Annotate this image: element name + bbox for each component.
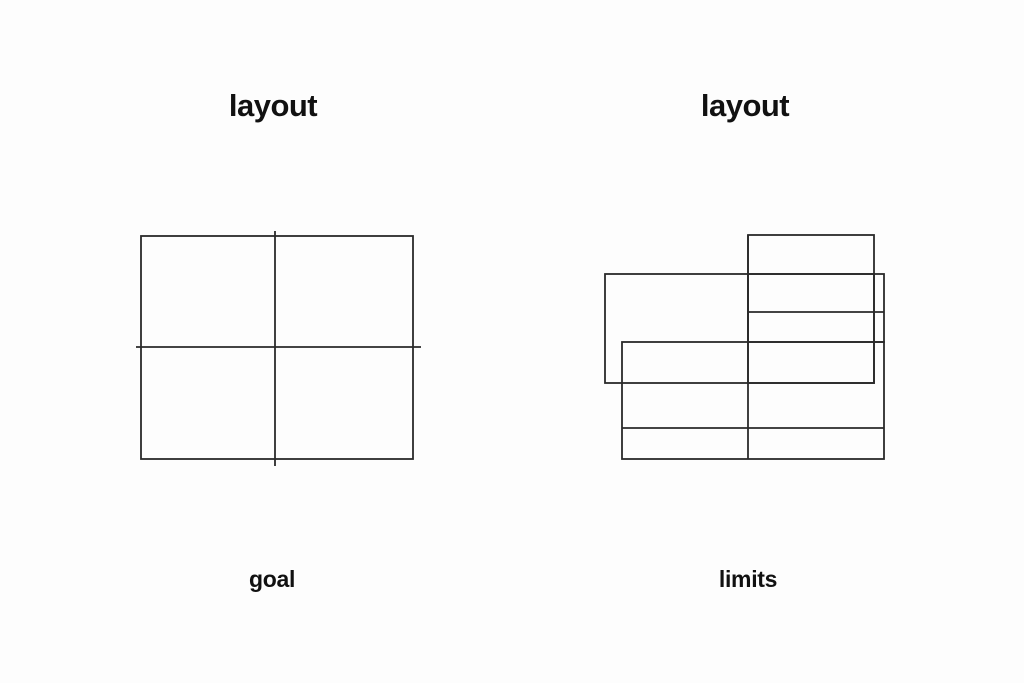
- limits-rect-1: [604, 273, 875, 384]
- left-panel-title: layout: [228, 88, 318, 123]
- limits-rect-0: [747, 234, 875, 384]
- right-panel-caption: limits: [718, 566, 778, 592]
- limits-rect-2: [747, 273, 885, 343]
- goal-grid-diagram: [136, 231, 421, 466]
- left-panel-caption: goal: [248, 566, 296, 592]
- limits-overlap-diagram: [604, 234, 885, 460]
- limits-rect-3: [621, 341, 885, 460]
- right-panel-title: layout: [700, 88, 790, 123]
